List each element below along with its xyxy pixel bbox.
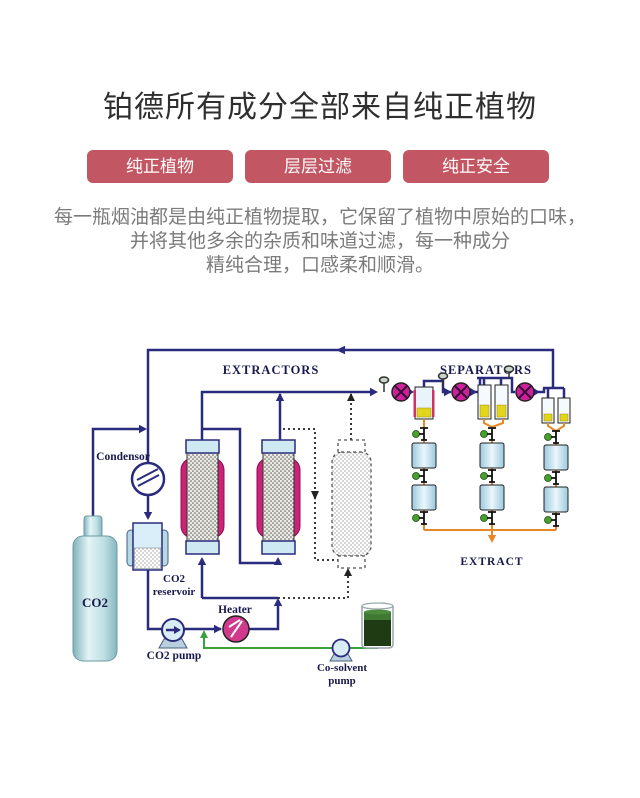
extract-arrow	[487, 535, 497, 543]
extractor-column-1	[180, 439, 225, 555]
extract-label: EXTRACT	[460, 556, 523, 568]
badge-pure-safety[interactable]: 纯正安全	[403, 150, 549, 183]
badge-row: 纯正植物 层层过滤 纯正安全	[87, 150, 549, 183]
flow-arrows	[139, 345, 540, 634]
description-text: 每一瓶烟油都是由纯正植物提取，它保留了植物中原始的口味， 并将其他多余的杂质和味…	[0, 206, 640, 278]
line-relief-valves	[378, 365, 515, 392]
extract-lines	[423, 419, 565, 538]
description-line-2: 并将其他多余的杂质和味道过滤，每一种成分	[129, 231, 510, 252]
extractor-column-2	[256, 439, 301, 555]
co2-reservoir-label-2: reservoir	[153, 586, 196, 598]
heater: Heater	[218, 604, 252, 643]
cosolvent-line	[200, 630, 378, 649]
badge-pure-plant[interactable]: 纯正植物	[87, 150, 233, 183]
cosolvent-pump-label-1: Co-solvent	[317, 662, 367, 674]
page-title: 铂德所有成分全部来自纯正植物	[103, 91, 537, 124]
separator-vessel-pair-3	[541, 397, 571, 424]
separator-vessel-1	[413, 386, 435, 420]
extraction-process-diagram: CO2 Condensor CO2 reservoir CO2 pump Hea…	[0, 330, 640, 705]
extractor-column-phantom	[331, 439, 372, 569]
condenser: Condensor	[96, 451, 166, 497]
condenser-label: Condensor	[96, 451, 150, 463]
collection-cylinders	[411, 442, 569, 513]
separators-label: SEPARATORS	[440, 363, 532, 377]
co2-pump: CO2 pump	[147, 618, 202, 662]
description-line-1: 每一瓶烟油都是由纯正植物提取，它保留了植物中原始的口味，	[53, 207, 586, 228]
extractors-label: EXTRACTORS	[223, 363, 320, 377]
cosolvent-beaker	[361, 602, 394, 649]
pipe-network-dotted	[278, 394, 352, 599]
cosolvent-pump-label-2: pump	[328, 675, 356, 687]
description-line-3: 精纯合理，口感柔和顺滑。	[205, 255, 434, 276]
co2-reservoir: CO2 reservoir	[126, 522, 196, 598]
badge-layer-filter[interactable]: 层层过滤	[245, 150, 391, 183]
separator-valve-circles	[391, 382, 535, 402]
co2-cylinder-label: CO2	[82, 595, 108, 610]
co2-pump-label: CO2 pump	[147, 650, 202, 662]
co2-reservoir-label-1: CO2	[163, 573, 186, 585]
separator-vessel-pair-2	[477, 384, 509, 420]
hand-valves	[412, 427, 560, 527]
heater-label: Heater	[218, 604, 252, 616]
cosolvent-pump: Co-solvent pump	[317, 638, 367, 687]
co2-cylinder: CO2	[72, 515, 118, 662]
